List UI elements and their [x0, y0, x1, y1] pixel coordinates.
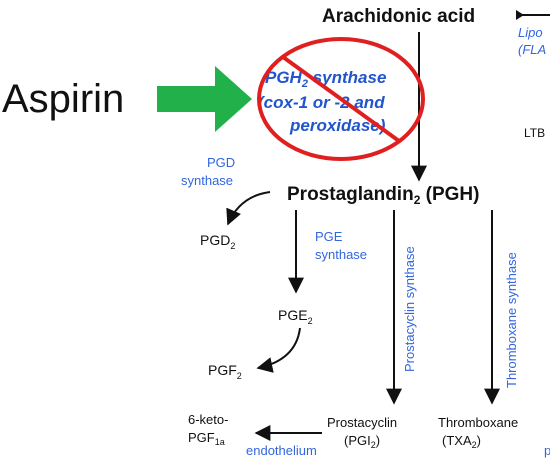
enzyme-line-1: PGH2 synthase [265, 68, 386, 90]
pgd-synthase-line-2: synthase [181, 173, 233, 188]
endothelium-label: endothelium [246, 443, 317, 458]
thromboxane-line-1: Thromboxane [438, 415, 518, 430]
pge2-label: PGE2 [278, 307, 313, 326]
prohibition-icon [257, 37, 425, 161]
keto-line-1: 6-keto- [188, 412, 228, 427]
keto-line-2: PGF1a [188, 430, 225, 447]
branch-arrow-icon [516, 10, 524, 20]
pge-synthase-line-1: PGE [315, 229, 343, 244]
thromboxane-line-2: (TXA2) [442, 433, 481, 450]
prostaglandin-label: Prostaglandin2 (PGH) [287, 184, 479, 207]
flap-fragment: (FLA [518, 42, 546, 57]
prostacyclin-synthase-label: Prostacyclin synthase [402, 246, 417, 372]
lipoxygenase-fragment: Lipo [518, 25, 543, 40]
pgf2-label: PGF2 [208, 362, 242, 381]
aspirin-label: Aspirin [2, 77, 124, 121]
prostacyclin-line-2: (PGI2) [344, 433, 380, 450]
prostacyclin-line-1: Prostacyclin [327, 415, 397, 430]
enzyme-line-2: (cox-1 or -2 and [258, 93, 385, 112]
pgd-synthase-line-1: PGD [207, 155, 235, 170]
edge-fragment: p [544, 443, 550, 458]
green-arrow-icon [157, 66, 252, 132]
pgd2-label: PGD2 [200, 232, 235, 251]
ltb-fragment: LTB [524, 126, 545, 140]
pge-synthase-line-2: synthase [315, 247, 367, 262]
arachidonic-acid-label: Arachidonic acid [322, 6, 475, 27]
enzyme-line-3: peroxidase) [289, 116, 386, 135]
thromboxane-synthase-label: Thromboxane synthase [504, 252, 519, 388]
arrow-pgh-to-pgd2 [226, 191, 271, 226]
arrow-pge2-to-pgf2 [256, 327, 301, 373]
